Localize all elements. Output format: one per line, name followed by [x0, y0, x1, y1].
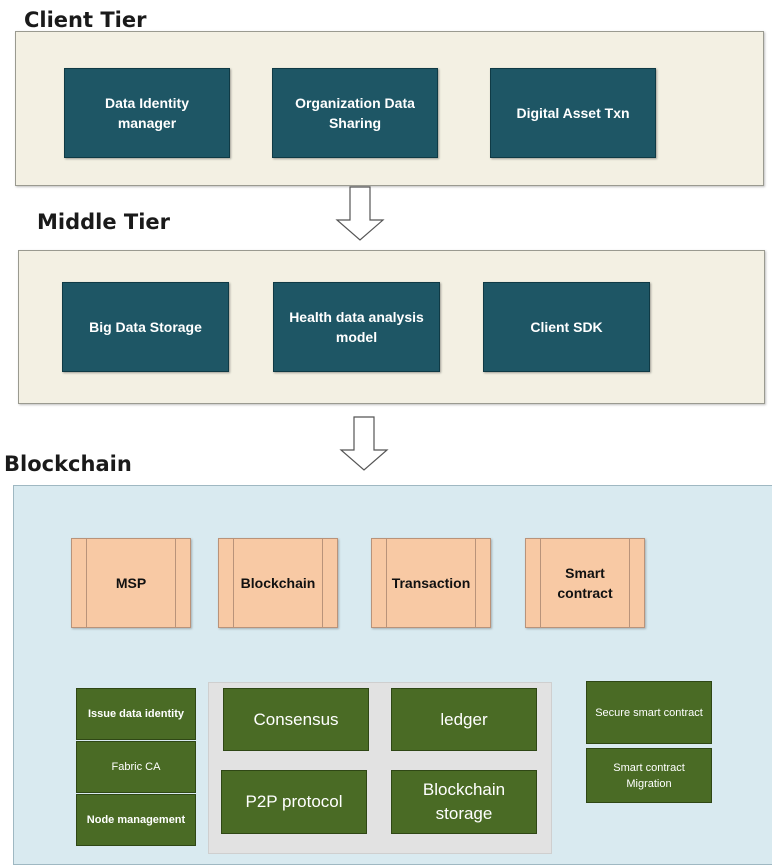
client-tier-panel: Data Identity manager Organization Data …	[15, 31, 764, 186]
smart-contract-migration-box: Smart contract Migration	[586, 748, 712, 803]
p2p-protocol-box: P2P protocol	[221, 770, 367, 834]
blockchain-panel: MSP Blockchain Transaction Smart contrac…	[13, 485, 772, 865]
fabric-ca-box: Fabric CA	[76, 741, 196, 793]
blockchain-title: Blockchain	[4, 452, 132, 476]
client-tier-title: Client Tier	[24, 8, 147, 32]
big-data-storage-box: Big Data Storage	[62, 282, 229, 372]
consensus-box: Consensus	[223, 688, 369, 751]
data-identity-manager-box: Data Identity manager	[64, 68, 230, 158]
down-arrow-icon	[339, 416, 389, 471]
ledger-box: ledger	[391, 688, 537, 751]
digital-asset-txn-box: Digital Asset Txn	[490, 68, 656, 158]
middle-tier-panel: Big Data Storage Health data analysis mo…	[18, 250, 765, 404]
msp-box: MSP	[71, 538, 191, 628]
health-data-analysis-model-box: Health data analysis model	[273, 282, 440, 372]
transaction-box: Transaction	[371, 538, 491, 628]
middle-tier-title: Middle Tier	[37, 210, 171, 234]
smart-contract-box: Smart contract	[525, 538, 645, 628]
issue-data-identity-box: Issue data identity	[76, 688, 196, 740]
blockchain-component-box: Blockchain	[218, 538, 338, 628]
organization-data-sharing-box: Organization Data Sharing	[272, 68, 438, 158]
secure-smart-contract-box: Secure smart contract	[586, 681, 712, 744]
node-management-box: Node management	[76, 794, 196, 846]
client-sdk-box: Client SDK	[483, 282, 650, 372]
blockchain-storage-box: Blockchain storage	[391, 770, 537, 834]
down-arrow-icon	[335, 186, 385, 241]
